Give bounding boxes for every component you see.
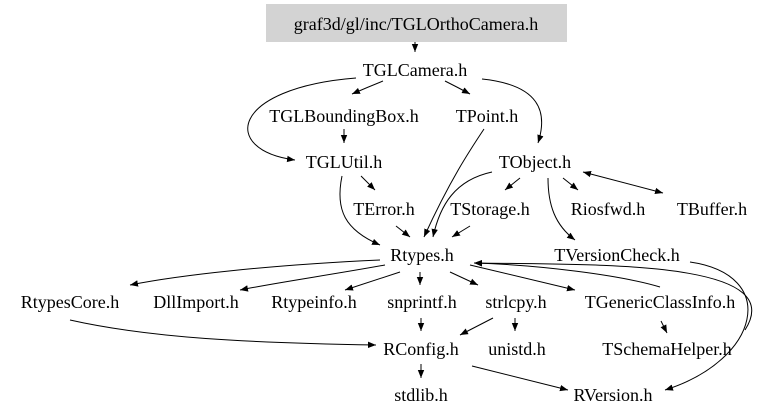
root-node-box	[266, 4, 567, 42]
edge-tglcamera-tglboundingbox	[351, 80, 384, 95]
edge-rtypes-rtypeinfo	[344, 271, 401, 291]
edge-tgenericclassinfo-rtypes	[473, 260, 661, 288]
edges-layer	[69, 42, 753, 392]
node-tgenericclassinfo[interactable]: TGenericClassInfo.h	[585, 292, 735, 312]
node-rversion[interactable]: RVersion.h	[573, 385, 652, 405]
node-tglcamera[interactable]: TGLCamera.h	[363, 60, 467, 80]
edge-tglutil-rtypes	[339, 175, 381, 246]
edge-tschemahelper-rtypes	[473, 259, 753, 331]
edge-tgenericclassinfo-tschemahelper	[660, 320, 668, 334]
node-tbuffer[interactable]: TBuffer.h	[677, 199, 747, 219]
edge-terror-rtypes	[395, 225, 411, 238]
edge-rtypes-tgenericclassinfo	[469, 264, 576, 292]
edge-tversioncheck-rversion	[664, 261, 749, 391]
node-rtypeinfo[interactable]: Rtypeinfo.h	[271, 292, 357, 312]
node-rtypes[interactable]: Rtypes.h	[390, 245, 454, 265]
node-strlcpy[interactable]: strlcpy.h	[485, 292, 546, 312]
edge-tglcamera-tobject	[481, 78, 544, 144]
node-rconfig[interactable]: RConfig.h	[383, 339, 459, 359]
edge-rtypes-rtypescore	[129, 259, 381, 287]
edge-rconfig-rversion	[471, 365, 569, 392]
node-tglotrhocamera[interactable]: graf3d/gl/inc/TGLOrthoCamera.h	[294, 14, 538, 34]
node-riosfwd[interactable]: Riosfwd.h	[571, 199, 646, 219]
node-snprintf[interactable]: snprintf.h	[387, 292, 457, 312]
edge-tglutil-terror	[360, 175, 376, 191]
node-terror[interactable]: TError.h	[353, 199, 414, 219]
edge-tpoint-rtypes	[423, 128, 485, 238]
nodes-layer: graf3d/gl/inc/TGLOrthoCamera.h TGLCamera…	[21, 14, 747, 405]
edge-tbuffer-tobject	[582, 170, 664, 195]
node-tpoint[interactable]: TPoint.h	[456, 106, 519, 126]
node-tglutil[interactable]: TGLUtil.h	[306, 152, 383, 172]
edge-tobject-riosfwd	[562, 177, 579, 191]
node-rtypescore[interactable]: RtypesCore.h	[21, 292, 120, 312]
node-unistd[interactable]: unistd.h	[488, 339, 546, 359]
edge-tobject-rtypes	[431, 171, 493, 238]
edge-strlcpy-rconfig	[459, 317, 494, 336]
node-stdlib[interactable]: stdlib.h	[394, 385, 448, 405]
edge-tglcamera-tglutil	[247, 77, 357, 163]
node-tobject[interactable]: TObject.h	[499, 152, 571, 172]
edge-rtypes-strlcpy	[449, 271, 479, 286]
edge-tobject-tstorage	[504, 177, 521, 191]
edge-tstorage-rtypes	[451, 225, 471, 238]
node-tversioncheck[interactable]: TVersionCheck.h	[554, 245, 679, 265]
node-tstorage[interactable]: TStorage.h	[450, 199, 529, 219]
edge-tglcamera-tpoint	[444, 80, 471, 95]
node-dllimport[interactable]: DllImport.h	[153, 292, 239, 312]
node-tschemahelper[interactable]: TSchemaHelper.h	[602, 339, 731, 359]
edge-tobject-tversioncheck	[547, 177, 576, 241]
node-tglboundingbox[interactable]: TGLBoundingBox.h	[269, 106, 419, 126]
edge-rtypes-dllimport	[239, 264, 386, 292]
edge-rtypescore-rconfig	[69, 319, 377, 349]
